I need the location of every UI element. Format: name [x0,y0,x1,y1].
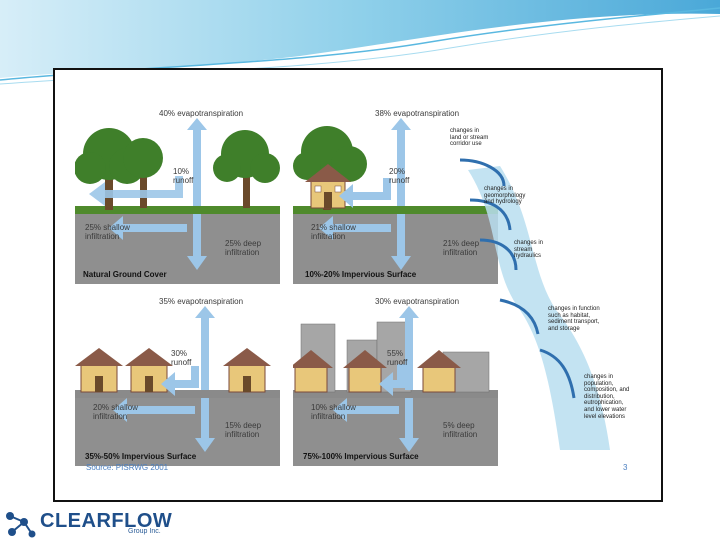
shallow-infiltration-label: 10% shallow infiltration [311,404,356,421]
shallow-infiltration-label: 20% shallow infiltration [93,404,138,421]
evapotranspiration-label: 38% evapotranspiration [375,110,459,119]
logo-subtitle: Group Inc. [128,528,161,535]
panel-caption: 10%-20% Impervious Surface [305,270,416,279]
stream-note-4: changes in function such as habitat, sed… [548,306,618,332]
page-number: 3 [623,463,627,472]
runoff-label: 10% runoff [173,168,193,185]
stream-note-3: changes in stream hydraulics [514,240,570,260]
runoff-label: 30% runoff [171,350,191,367]
evapotranspiration-label: 40% evapotranspiration [159,110,243,119]
stream-note-1: changes in land or stream corridor use [450,128,506,148]
panel-caption: Natural Ground Cover [83,270,167,279]
runoff-label: 55% runoff [387,350,407,367]
stream-note-5: changes in population, composition, and … [584,374,654,420]
deep-infiltration-label: 25% deep infiltration [225,240,261,257]
evapotranspiration-label: 35% evapotranspiration [159,298,243,307]
panel-caption: 75%-100% Impervious Surface [303,452,419,461]
stream-note-2: changes in geomorphology and hydrology [484,186,540,206]
panel-caption: 35%-50% Impervious Surface [85,452,196,461]
deep-infiltration-label: 15% deep infiltration [225,422,261,439]
source-citation: Source: PISRWG 2001 [86,463,168,472]
evapotranspiration-label: 30% evapotranspiration [375,298,459,307]
shallow-infiltration-label: 21% shallow infiltration [311,224,356,241]
panel-natural-ground-cover: 40% evapotranspiration 10% runoff 25% sh… [75,106,280,284]
panel-35-50-impervious: 35% evapotranspiration 30% runoff 20% sh… [75,294,280,466]
shallow-infiltration-label: 25% shallow infiltration [85,224,130,241]
runoff-label: 20% runoff [389,168,409,185]
